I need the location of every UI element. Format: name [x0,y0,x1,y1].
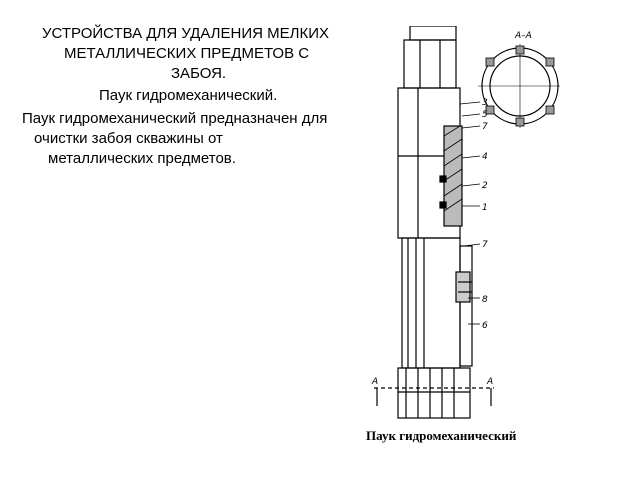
figure-caption: Паук гидромеханический [366,428,517,443]
cut-label-left: А [371,377,378,387]
subtitle: Паук гидромеханический. [99,87,278,104]
part-label-2: 2 [482,181,488,191]
title-line-2: МЕТАЛЛИЧЕСКИХ ПРЕДМЕТОВ С [64,45,310,62]
technical-drawing: А–А 3 5 7 4 2 1 7 8 6 А А [371,26,560,419]
body-line-1: Паук гидромеханический предназначен для [22,110,328,127]
section-label: А–А [514,31,532,41]
title-line-1: УСТРОЙСТВА ДЛЯ УДАЛЕНИЯ МЕЛКИХ [42,25,330,42]
title-line-3: ЗАБОЯ. [171,65,227,82]
cut-label-right: А [486,377,493,387]
claws-section [397,367,471,419]
top-connector [403,39,457,89]
part-label-4: 4 [482,152,488,162]
part-label-5: 5 [482,110,488,120]
part-label-7a: 7 [482,122,488,132]
part-label-7b: 7 [482,240,488,250]
body-line-3: металлических предметов. [48,150,236,167]
part-label-6: 6 [482,321,488,331]
part-label-1: 1 [482,203,488,213]
part-label-3: 3 [482,98,488,108]
lower-body [401,237,461,369]
body-line-2: очистки забоя скважины от [34,130,223,147]
part-label-8: 8 [482,295,488,305]
